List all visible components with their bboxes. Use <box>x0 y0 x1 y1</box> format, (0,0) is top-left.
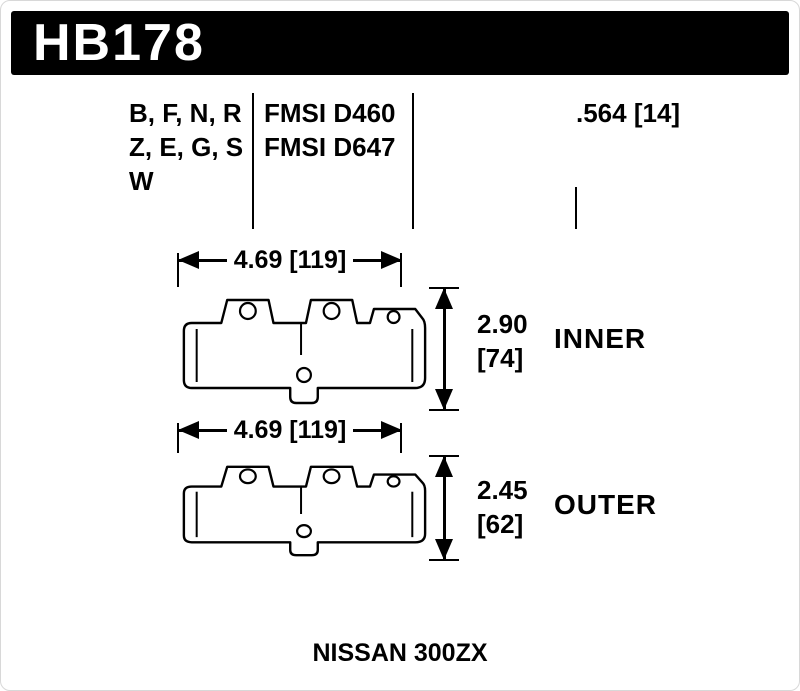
pad-thickness: .564 [14] <box>576 98 681 128</box>
dimension-tick <box>429 409 459 411</box>
outer-thickness-in: 2.45 <box>477 475 528 505</box>
inner-width-value: 4.69 [119] <box>233 245 347 274</box>
fmsi-number-2: FMSI D647 <box>264 132 396 162</box>
table-divider-1 <box>252 93 254 229</box>
table-divider-2 <box>412 93 414 229</box>
outer-width-value: 4.69 [119] <box>233 415 347 444</box>
fmsi-numbers: FMSI D460 FMSI D647 <box>264 96 396 164</box>
brake-pad-inner-drawing <box>176 285 432 411</box>
inner-thickness-mm: [74] <box>477 343 524 373</box>
vehicle-application: NISSAN 300ZX <box>312 639 488 667</box>
down-arrowhead <box>435 539 453 560</box>
outer-label: OUTER <box>554 489 657 520</box>
part-number: HB178 <box>33 14 205 72</box>
outer-height-dimension <box>429 455 459 561</box>
dimension-tick <box>429 559 459 561</box>
header-bar: HB178 <box>11 11 789 75</box>
left-arrow <box>178 258 227 262</box>
extension-line <box>177 423 179 453</box>
table-divider-3 <box>575 187 577 229</box>
outer-thickness-mm: [62] <box>477 509 524 539</box>
up-arrowhead <box>435 456 453 477</box>
extension-line <box>400 423 402 453</box>
inner-height-dimension <box>429 287 459 411</box>
right-arrow <box>353 258 402 262</box>
outer-width-dimension: 4.69 [119] <box>178 415 402 444</box>
down-arrowhead <box>435 389 453 410</box>
extension-line <box>400 253 402 287</box>
up-arrowhead <box>435 288 453 309</box>
inner-width-dimension: 4.69 [119] <box>178 245 402 274</box>
right-arrow <box>353 428 402 432</box>
extension-line <box>177 253 179 287</box>
dimension-line <box>442 457 446 559</box>
dimension-line <box>442 289 446 409</box>
brake-pad-outer-drawing <box>176 454 432 562</box>
inner-label: INNER <box>554 323 647 354</box>
left-arrow <box>178 428 227 432</box>
compound-codes: B, F, N, R Z, E, G, S W <box>129 96 243 198</box>
inner-thickness-in: 2.90 <box>477 309 528 339</box>
compound-codes-line2: Z, E, G, S <box>129 132 244 162</box>
compound-codes-line1: B, F, N, R <box>129 98 242 128</box>
compound-codes-line3: W <box>129 166 154 196</box>
fmsi-number-1: FMSI D460 <box>264 98 396 128</box>
